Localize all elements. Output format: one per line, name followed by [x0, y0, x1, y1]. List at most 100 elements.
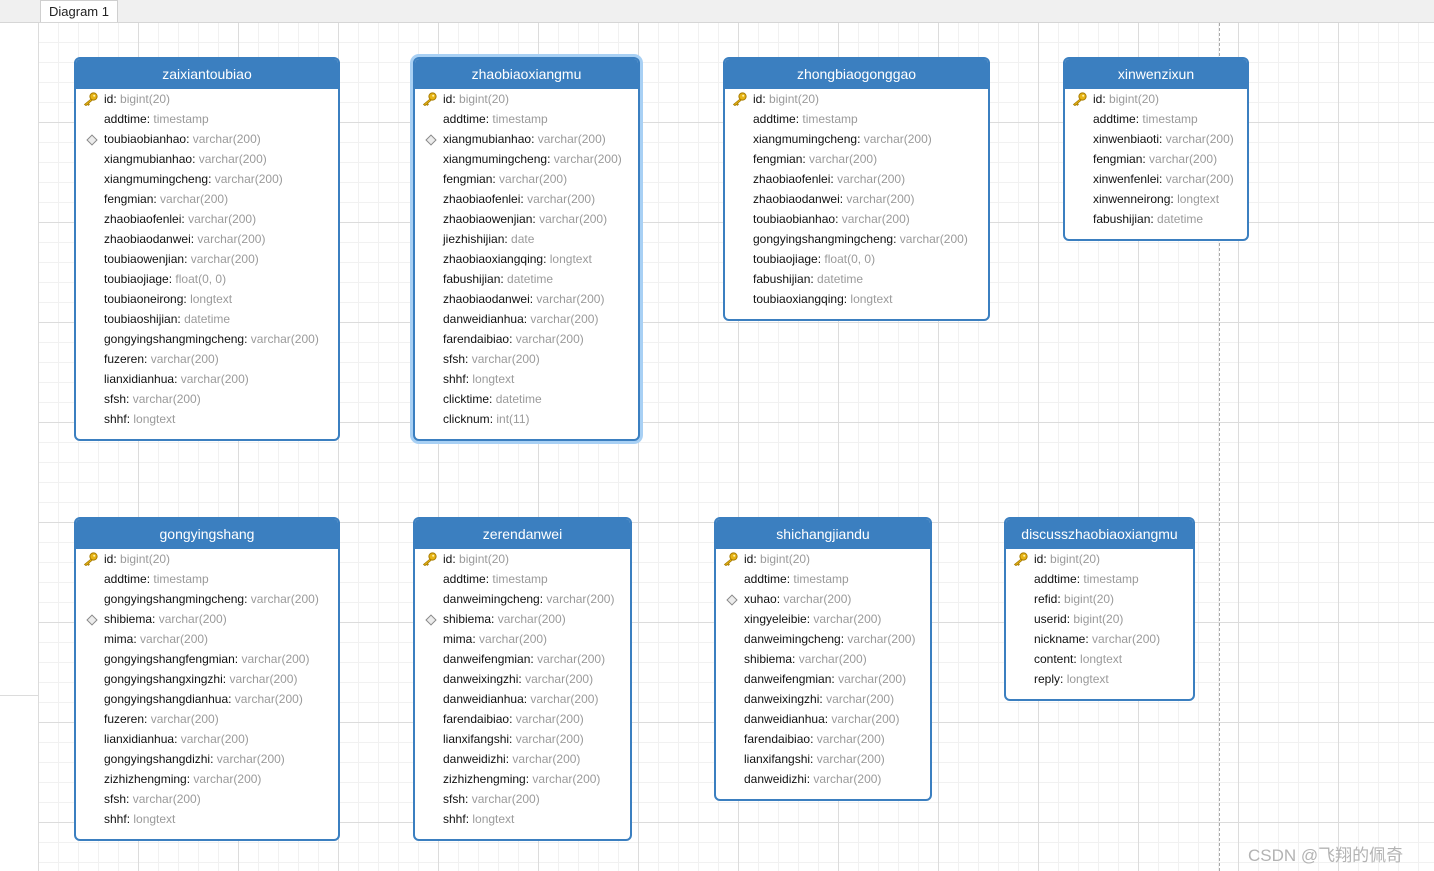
field-row[interactable]: addtime: timestamp [725, 109, 988, 129]
field-row[interactable]: shibiema: varchar(200) [76, 609, 338, 629]
entity-title[interactable]: gongyingshang [76, 519, 338, 549]
field-row[interactable]: fuzeren: varchar(200) [76, 349, 338, 369]
field-row[interactable]: xingyeleibie: varchar(200) [716, 609, 930, 629]
field-row[interactable]: id: bigint(20) [76, 549, 338, 569]
field-row[interactable]: xinwenbiaoti: varchar(200) [1065, 129, 1247, 149]
field-row[interactable]: fuzeren: varchar(200) [76, 709, 338, 729]
field-row[interactable]: sfsh: varchar(200) [76, 789, 338, 809]
field-row[interactable]: toubiaobianhao: varchar(200) [725, 209, 988, 229]
field-row[interactable]: toubiaoneirong: longtext [76, 289, 338, 309]
field-row[interactable]: zhaobiaowenjian: varchar(200) [415, 209, 638, 229]
field-row[interactable]: addtime: timestamp [76, 569, 338, 589]
field-row[interactable]: toubiaobianhao: varchar(200) [76, 129, 338, 149]
entity-title[interactable]: zaixiantoubiao [76, 59, 338, 89]
field-row[interactable]: xiangmumingcheng: varchar(200) [725, 129, 988, 149]
field-row[interactable]: sfsh: varchar(200) [76, 389, 338, 409]
field-row[interactable]: id: bigint(20) [716, 549, 930, 569]
entity-title[interactable]: zhaobiaoxiangmu [415, 59, 638, 89]
field-row[interactable]: danweidianhua: varchar(200) [716, 709, 930, 729]
field-row[interactable]: zhaobiaodanwei: varchar(200) [725, 189, 988, 209]
field-row[interactable]: id: bigint(20) [725, 89, 988, 109]
field-row[interactable]: fengmian: varchar(200) [725, 149, 988, 169]
field-row[interactable]: addtime: timestamp [415, 569, 630, 589]
field-row[interactable]: gongyingshangxingzhi: varchar(200) [76, 669, 338, 689]
field-row[interactable]: zizhizhengming: varchar(200) [76, 769, 338, 789]
field-row[interactable]: shhf: longtext [415, 369, 638, 389]
field-row[interactable]: xinwenneirong: longtext [1065, 189, 1247, 209]
field-row[interactable]: zhaobiaoxiangqing: longtext [415, 249, 638, 269]
field-row[interactable]: danweidianhua: varchar(200) [415, 309, 638, 329]
field-row[interactable]: userid: bigint(20) [1006, 609, 1193, 629]
field-row[interactable]: zizhizhengming: varchar(200) [415, 769, 630, 789]
field-row[interactable]: clicktime: datetime [415, 389, 638, 409]
field-row[interactable]: clicknum: int(11) [415, 409, 638, 429]
field-row[interactable]: xiangmumingcheng: varchar(200) [76, 169, 338, 189]
field-row[interactable]: danweimingcheng: varchar(200) [716, 629, 930, 649]
field-row[interactable]: xuhao: varchar(200) [716, 589, 930, 609]
field-row[interactable]: lianxifangshi: varchar(200) [716, 749, 930, 769]
field-row[interactable]: addtime: timestamp [1006, 569, 1193, 589]
field-row[interactable]: danweixingzhi: varchar(200) [716, 689, 930, 709]
field-row[interactable]: fengmian: varchar(200) [76, 189, 338, 209]
field-row[interactable]: addtime: timestamp [76, 109, 338, 129]
field-row[interactable]: toubiaoxiangqing: longtext [725, 289, 988, 309]
field-row[interactable]: mima: varchar(200) [76, 629, 338, 649]
field-row[interactable]: farendaibiao: varchar(200) [415, 709, 630, 729]
entity-title[interactable]: zhongbiaogonggao [725, 59, 988, 89]
field-row[interactable]: xiangmubianhao: varchar(200) [415, 129, 638, 149]
entity-title[interactable]: zerendanwei [415, 519, 630, 549]
field-row[interactable]: danweidizhi: varchar(200) [415, 749, 630, 769]
field-row[interactable]: danweifengmian: varchar(200) [415, 649, 630, 669]
field-row[interactable]: jiezhishijian: date [415, 229, 638, 249]
field-row[interactable]: shhf: longtext [415, 809, 630, 829]
field-row[interactable]: sfsh: varchar(200) [415, 789, 630, 809]
field-row[interactable]: gongyingshangdizhi: varchar(200) [76, 749, 338, 769]
field-row[interactable]: zhaobiaofenlei: varchar(200) [725, 169, 988, 189]
field-row[interactable]: refid: bigint(20) [1006, 589, 1193, 609]
field-row[interactable]: gongyingshangdianhua: varchar(200) [76, 689, 338, 709]
field-row[interactable]: farendaibiao: varchar(200) [716, 729, 930, 749]
entity-title[interactable]: xinwenzixun [1065, 59, 1247, 89]
field-row[interactable]: toubiaojiage: float(0, 0) [76, 269, 338, 289]
field-row[interactable]: gongyingshangmingcheng: varchar(200) [76, 329, 338, 349]
field-row[interactable]: toubiaojiage: float(0, 0) [725, 249, 988, 269]
field-row[interactable]: danweixingzhi: varchar(200) [415, 669, 630, 689]
field-row[interactable]: addtime: timestamp [716, 569, 930, 589]
field-row[interactable]: xiangmubianhao: varchar(200) [76, 149, 338, 169]
field-row[interactable]: zhaobiaodanwei: varchar(200) [76, 229, 338, 249]
field-row[interactable]: id: bigint(20) [415, 89, 638, 109]
field-row[interactable]: reply: longtext [1006, 669, 1193, 689]
field-row[interactable]: fabushijian: datetime [1065, 209, 1247, 229]
field-row[interactable]: gongyingshangfengmian: varchar(200) [76, 649, 338, 669]
field-row[interactable]: fabushijian: datetime [725, 269, 988, 289]
field-row[interactable]: zhaobiaofenlei: varchar(200) [76, 209, 338, 229]
field-row[interactable]: addtime: timestamp [415, 109, 638, 129]
field-row[interactable]: sfsh: varchar(200) [415, 349, 638, 369]
entity-title[interactable]: discusszhaobiaoxiangmu [1006, 519, 1193, 549]
field-row[interactable]: content: longtext [1006, 649, 1193, 669]
field-row[interactable]: shhf: longtext [76, 409, 338, 429]
field-row[interactable]: gongyingshangmingcheng: varchar(200) [76, 589, 338, 609]
field-row[interactable]: zhaobiaodanwei: varchar(200) [415, 289, 638, 309]
field-row[interactable]: toubiaowenjian: varchar(200) [76, 249, 338, 269]
field-row[interactable]: zhaobiaofenlei: varchar(200) [415, 189, 638, 209]
field-row[interactable]: lianxidianhua: varchar(200) [76, 729, 338, 749]
field-row[interactable]: lianxifangshi: varchar(200) [415, 729, 630, 749]
field-row[interactable]: farendaibiao: varchar(200) [415, 329, 638, 349]
field-row[interactable]: shibiema: varchar(200) [415, 609, 630, 629]
field-row[interactable]: danweidizhi: varchar(200) [716, 769, 930, 789]
field-row[interactable]: nickname: varchar(200) [1006, 629, 1193, 649]
field-row[interactable]: fengmian: varchar(200) [1065, 149, 1247, 169]
field-row[interactable]: shhf: longtext [76, 809, 338, 829]
field-row[interactable]: toubiaoshijian: datetime [76, 309, 338, 329]
field-row[interactable]: addtime: timestamp [1065, 109, 1247, 129]
field-row[interactable]: fabushijian: datetime [415, 269, 638, 289]
field-row[interactable]: id: bigint(20) [76, 89, 338, 109]
